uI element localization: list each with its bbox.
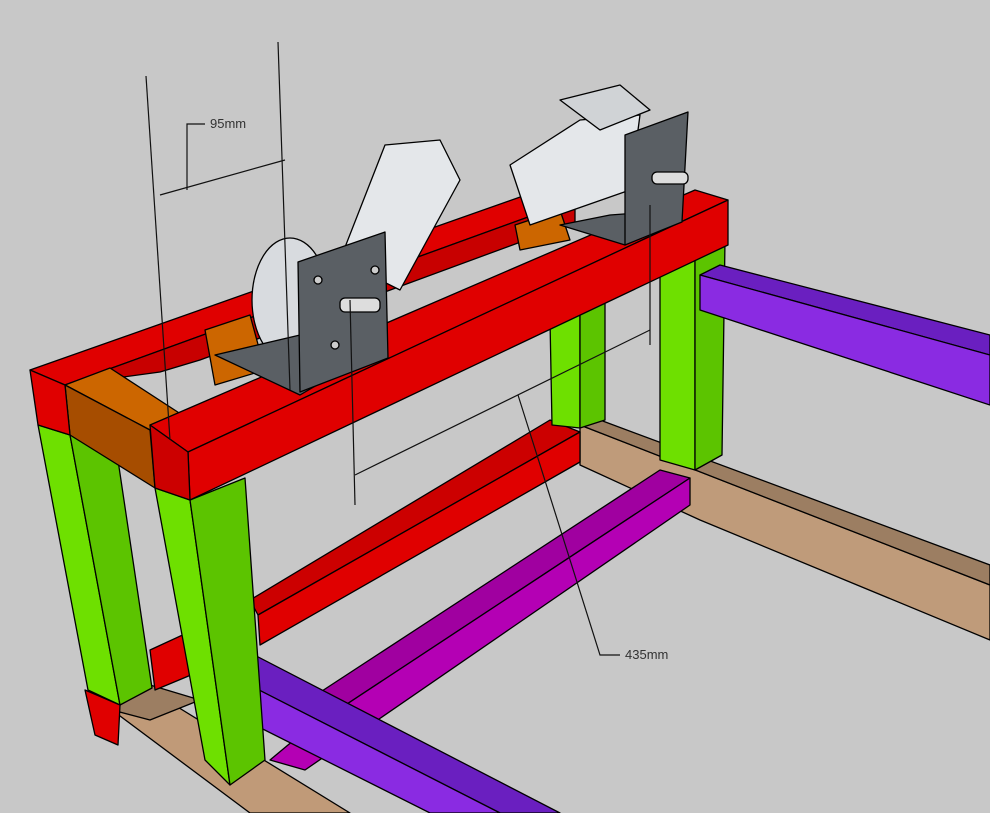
red-lower-beam-front [257,431,581,646]
bracket-bolt [330,340,340,350]
red-corner-left [29,369,71,436]
motor-right[interactable] [509,84,689,246]
red-foot-back-left [84,689,121,746]
motor-body [509,114,641,226]
bracket-bolt [313,275,323,285]
dimension-435mm [349,205,651,656]
green-leg-front-left-side [189,477,266,786]
motor-gearbox [559,84,651,131]
red-front-beam-end [149,424,191,501]
motor-shaft [651,171,689,185]
green-leg-mid-side [579,299,606,429]
motor-shaft [339,297,381,313]
magenta-beam-front [269,477,691,771]
bracket-bolt [370,265,380,275]
dimension-95mm [145,41,291,441]
purple-beam-right-front [699,274,990,406]
green-leg-right-front [659,251,696,471]
dimension-label-95mm: 95mm [210,116,247,131]
dimension-label-435mm: 435mm [625,647,669,662]
motor-left[interactable] [214,139,461,396]
